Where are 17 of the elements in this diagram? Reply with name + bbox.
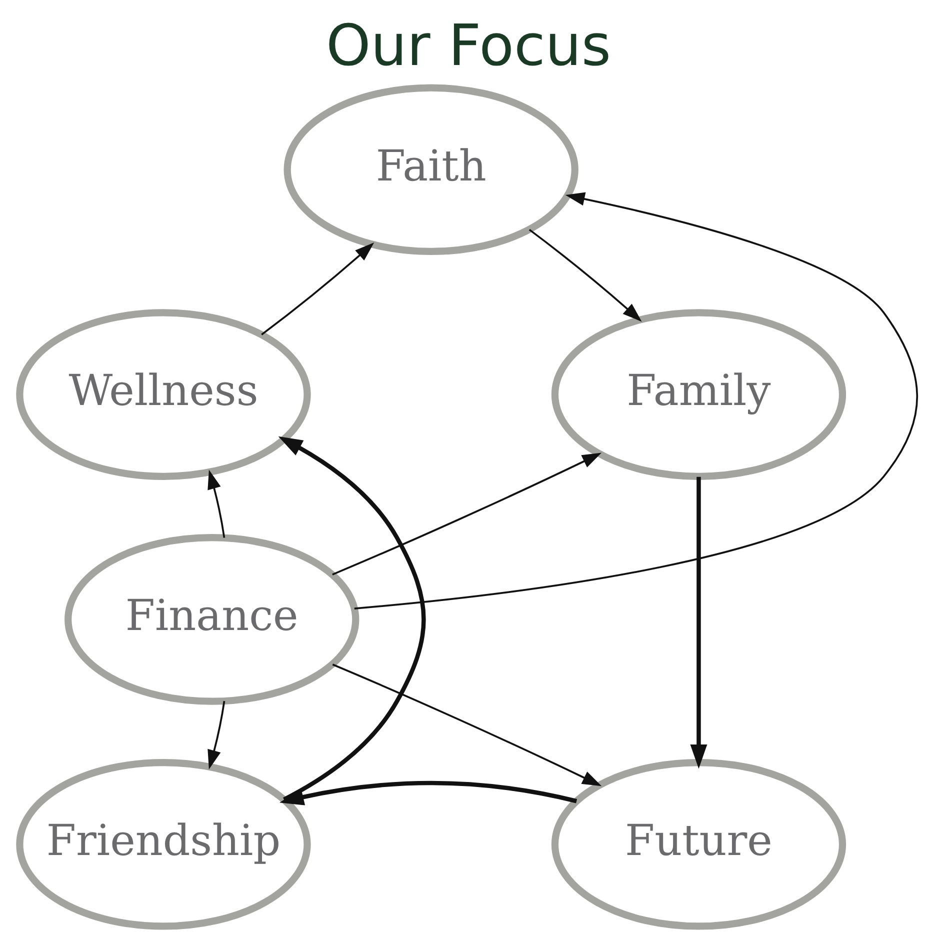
node-ellipse: Finance xyxy=(64,534,359,705)
arrow xyxy=(260,242,374,336)
arrow xyxy=(354,192,918,610)
node-ellipse: Future xyxy=(550,758,846,930)
node-ellipse: Family xyxy=(550,309,846,480)
node-ellipse: Wellness xyxy=(16,309,310,480)
arrow xyxy=(332,664,602,786)
arrow xyxy=(278,780,577,806)
node-ellipse: Friendship xyxy=(16,758,310,930)
node-ellipse: Faith xyxy=(283,84,578,256)
arrow xyxy=(278,436,426,802)
arrow xyxy=(690,476,707,769)
arrow xyxy=(332,452,602,576)
diagram-title: Our Focus xyxy=(325,13,611,80)
arrow xyxy=(528,228,642,322)
arrow xyxy=(207,700,225,770)
arrow xyxy=(207,470,225,538)
